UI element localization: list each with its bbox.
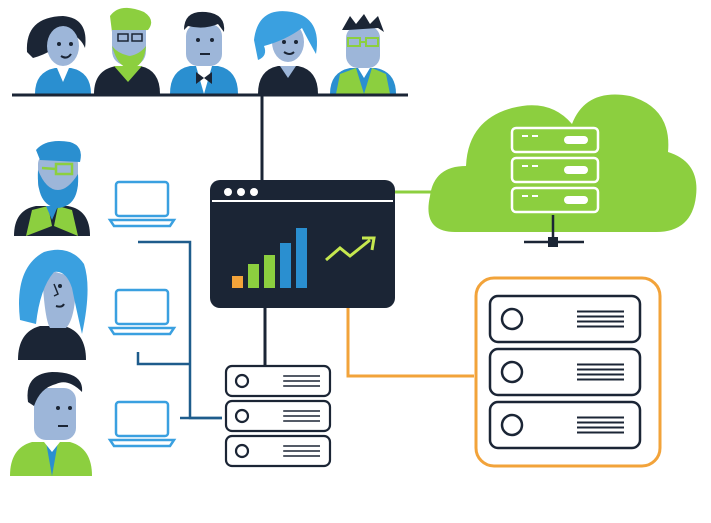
dashboard-window	[210, 180, 395, 308]
server-unit	[510, 156, 600, 184]
window-dot	[250, 188, 258, 196]
person-man-glasses-vest	[330, 14, 396, 94]
dashboard-bar	[248, 264, 259, 288]
server-unit	[488, 347, 642, 397]
dashboard-bar	[264, 255, 275, 288]
laptop-icon	[107, 400, 177, 448]
cloud-server-stack	[510, 126, 600, 214]
laptops	[107, 180, 177, 448]
laptop-icon	[107, 288, 177, 336]
server-unit	[224, 364, 332, 398]
server-unit	[224, 399, 332, 433]
person-woman-dark-hair	[26, 16, 91, 94]
connector-lines	[136, 95, 474, 420]
dashboard-bar	[232, 276, 243, 288]
cloud	[428, 94, 697, 247]
window-dot	[224, 188, 232, 196]
side-people-column	[10, 141, 92, 476]
laptop-icon	[107, 180, 177, 228]
server-unit	[510, 126, 600, 154]
person-man-green-hair	[94, 7, 160, 94]
storage-box	[474, 276, 662, 468]
person-woman-blue-hair	[254, 11, 318, 94]
line-dashboard-to-storage	[346, 308, 474, 378]
trend-arrowhead	[362, 236, 376, 251]
server-unit	[488, 294, 642, 344]
local-server-stack	[224, 364, 332, 468]
server-unit	[510, 186, 600, 214]
line-laptop2	[136, 352, 190, 366]
server-unit	[488, 400, 642, 450]
top-people-row	[12, 7, 408, 97]
dashboard-bar-chart	[232, 228, 307, 288]
storage-server-stack	[488, 294, 642, 450]
person-man-green-shirt	[10, 372, 92, 476]
person-man-bowtie	[170, 11, 238, 94]
window-dot	[237, 188, 245, 196]
dashboard-bar	[296, 228, 307, 288]
dashboard-bar	[280, 243, 291, 288]
person-woman-blue-hair-side	[18, 249, 88, 360]
trend-arrow-icon	[325, 238, 371, 262]
server-unit	[224, 434, 332, 468]
person-bearded-man	[14, 141, 90, 236]
